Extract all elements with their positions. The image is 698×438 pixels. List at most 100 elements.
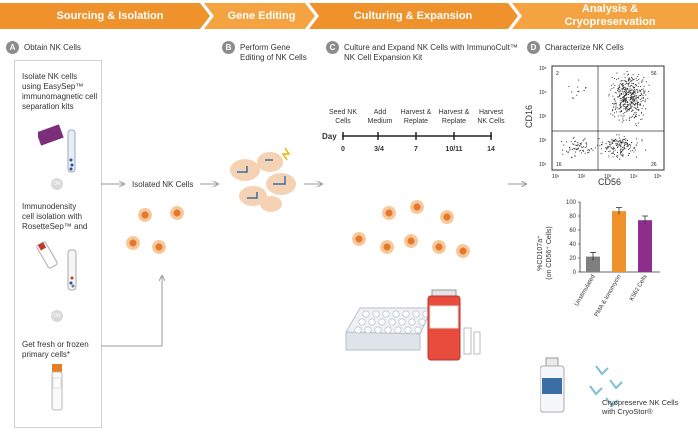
flow-event-dot bbox=[629, 118, 631, 120]
flow-event-dot bbox=[642, 95, 644, 97]
flow-event-dot bbox=[587, 152, 589, 154]
flow-event-dot bbox=[616, 78, 618, 81]
timeline-event-label: Harvest & Replate bbox=[400, 109, 432, 125]
flow-event-dot bbox=[615, 104, 617, 106]
flow-event-dot bbox=[632, 97, 634, 99]
flow-event-dot bbox=[619, 89, 621, 91]
flow-event-dot bbox=[618, 84, 620, 86]
flow-event-dot bbox=[621, 90, 623, 92]
flow-event-dot bbox=[636, 94, 638, 97]
flow-event-dot bbox=[641, 140, 643, 142]
flow-event-dot bbox=[642, 97, 645, 99]
flow-event-dot bbox=[629, 93, 631, 95]
flow-event-dot bbox=[620, 106, 622, 108]
flow-event-dot bbox=[617, 143, 619, 145]
flow-event-dot bbox=[620, 110, 622, 112]
flow-event-dot bbox=[621, 80, 623, 82]
flow-event-dot bbox=[620, 100, 622, 102]
flow-event-dot bbox=[631, 89, 633, 91]
flow-event-dot bbox=[636, 101, 639, 104]
step-b-circle: B bbox=[222, 41, 235, 54]
flow-event-dot bbox=[574, 148, 576, 150]
isolated-nk-cells-label: Isolated NK Cells bbox=[132, 180, 194, 189]
flow-event-dot bbox=[629, 104, 631, 106]
bar-category-label: PMA & Ionomycin bbox=[594, 274, 623, 318]
flow-event-dot bbox=[601, 141, 603, 143]
flow-event-dot bbox=[643, 92, 645, 94]
flow-event-dot bbox=[632, 149, 634, 151]
flow-event-dot bbox=[638, 101, 640, 104]
flow-event-dot bbox=[632, 115, 634, 117]
flow-x-label: CD56 bbox=[598, 177, 622, 187]
flow-event-dot bbox=[613, 99, 615, 101]
flow-event-dot bbox=[637, 105, 639, 107]
step-a-circle: A bbox=[6, 41, 19, 54]
flow-event-dot bbox=[620, 150, 622, 152]
flow-event-dot bbox=[577, 143, 579, 145]
flow-event-dot bbox=[631, 98, 633, 100]
flow-event-dot bbox=[573, 136, 575, 138]
flow-event-dot bbox=[633, 96, 635, 98]
flow-event-dot bbox=[627, 93, 630, 95]
arrow-primary-to-isolated bbox=[101, 276, 162, 347]
flow-event-dot bbox=[641, 89, 643, 91]
flow-event-dot bbox=[618, 134, 620, 136]
flow-event-dot bbox=[637, 109, 639, 111]
bar bbox=[638, 220, 652, 272]
flow-event-dot bbox=[643, 90, 645, 92]
flow-event-dot bbox=[629, 90, 631, 92]
flow-event-dot bbox=[624, 83, 626, 85]
flow-event-dot bbox=[583, 150, 585, 152]
flow-event-dot bbox=[620, 115, 622, 117]
flow-event-dot bbox=[619, 158, 621, 160]
flow-event-dot bbox=[624, 103, 626, 106]
flow-event-dot bbox=[624, 99, 626, 101]
flow-event-dot bbox=[615, 155, 617, 157]
flow-event-dot bbox=[637, 96, 639, 99]
flow-event-dot bbox=[628, 82, 630, 84]
flow-event-dot bbox=[614, 100, 616, 102]
flow-event-dot bbox=[625, 91, 627, 93]
flow-event-dot bbox=[583, 90, 585, 92]
step-a-title: Obtain NK Cells bbox=[24, 43, 81, 52]
flow-event-dot bbox=[627, 110, 629, 112]
flow-event-dot bbox=[596, 144, 598, 146]
flow-event-dot bbox=[629, 98, 631, 100]
flow-event-dot bbox=[619, 98, 621, 100]
flow-event-dot bbox=[630, 76, 633, 78]
nk-cell bbox=[410, 200, 424, 214]
flow-event-dot bbox=[562, 153, 564, 155]
flow-event-dot bbox=[631, 82, 633, 84]
flow-event-dot bbox=[633, 100, 635, 102]
stage-label-sourcing: Sourcing & Isolation bbox=[56, 10, 164, 22]
flow-event-dot bbox=[635, 92, 637, 94]
timeline-day-value: 10/11 bbox=[445, 146, 463, 153]
flow-event-dot bbox=[612, 140, 614, 142]
flow-event-dot bbox=[631, 88, 633, 90]
flow-event-dot bbox=[625, 111, 627, 113]
flow-event-dot bbox=[621, 99, 623, 101]
flow-event-dot bbox=[635, 96, 637, 98]
flow-event-dot bbox=[611, 142, 613, 144]
flow-event-dot bbox=[635, 102, 637, 104]
flow-event-dot bbox=[609, 144, 611, 146]
flow-event-dot bbox=[629, 79, 631, 81]
stage-header bbox=[0, 3, 698, 29]
nk-cell bbox=[404, 234, 418, 248]
bar-y-tick-label: 80 bbox=[569, 214, 576, 220]
flow-event-dot bbox=[630, 116, 632, 118]
flow-event-dot bbox=[629, 146, 632, 148]
flow-event-dot bbox=[622, 105, 624, 107]
flow-event-dot bbox=[633, 79, 635, 81]
flow-event-dot bbox=[622, 149, 624, 151]
flow-event-dot bbox=[574, 141, 576, 143]
flow-event-dot bbox=[574, 155, 576, 157]
step-d-circle: D bbox=[527, 41, 540, 54]
flow-event-dot bbox=[600, 148, 602, 150]
flow-event-dot bbox=[636, 89, 639, 91]
flow-event-dot bbox=[632, 102, 634, 104]
flow-event-dot bbox=[630, 80, 632, 83]
flow-event-dot bbox=[634, 100, 636, 102]
flow-event-dot bbox=[580, 143, 582, 145]
flow-event-dot bbox=[562, 149, 564, 151]
